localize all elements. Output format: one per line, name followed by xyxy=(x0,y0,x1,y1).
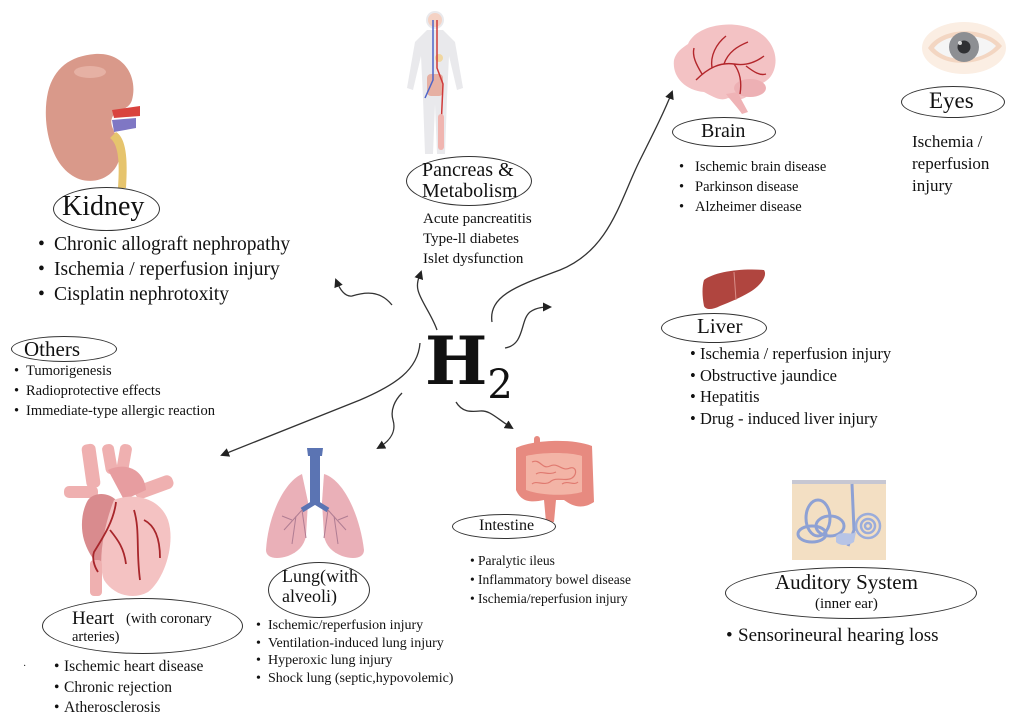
lung-item: Ventilation-induced lung injury xyxy=(254,635,453,653)
liver-item-list: Ischemia / reperfusion injury Obstructiv… xyxy=(688,343,891,429)
brain-title: Brain xyxy=(701,120,746,142)
stray-dot: · xyxy=(23,661,27,672)
heart-subtitle-line2: arteries) xyxy=(72,629,120,645)
intestine-item-list: Paralytic ileus Inflammatory bowel disea… xyxy=(468,551,631,608)
kidney-item: Chronic allograft nephropathy xyxy=(36,232,290,257)
lungs-icon xyxy=(266,448,364,558)
lung-item: Ischemic/reperfusion injury xyxy=(254,617,453,635)
others-item: Radioprotective effects xyxy=(12,381,215,401)
heart-item-list: Ischemic heart disease Chronic rejection… xyxy=(52,657,203,719)
lung-title-line1: Lung(with xyxy=(282,566,358,586)
pancreas-item: Acute pancreatitis xyxy=(423,211,532,227)
lung-item-list: Ischemic/reperfusion injury Ventilation-… xyxy=(254,617,453,687)
h2-main: H xyxy=(425,322,488,400)
pancreas-title: Pancreas & Metabolism xyxy=(422,160,518,202)
kidney-item: Ischemia / reperfusion injury xyxy=(36,257,290,282)
lung-item: Hyperoxic lung injury xyxy=(254,652,453,670)
liver-title: Liver xyxy=(697,314,743,338)
auditory-subtitle: (inner ear) xyxy=(815,596,878,612)
eye-icon xyxy=(922,22,1006,74)
lung-title-oval xyxy=(268,562,370,618)
lung-title-line2: alveoli) xyxy=(282,586,337,606)
liver-item: Hepatitis xyxy=(688,386,891,408)
brain-item: Ischemic brain disease xyxy=(677,157,826,177)
intestine-title: Intestine xyxy=(479,517,535,534)
eyes-text-line: reperfusion xyxy=(912,154,990,173)
heart-item: Atherosclerosis xyxy=(52,698,203,719)
heart-item: Chronic rejection xyxy=(52,678,203,699)
eyes-text-line: injury xyxy=(912,176,953,195)
human-body-icon xyxy=(407,11,463,154)
pancreas-title-line2: Metabolism xyxy=(422,180,518,202)
heart-icon xyxy=(64,443,174,596)
others-item: Tumorigenesis xyxy=(12,361,215,381)
auditory-item: Sensorineural hearing loss xyxy=(724,624,939,648)
arrow-to-heart xyxy=(220,342,421,457)
heart-title-oval xyxy=(42,598,243,654)
others-item-list: Tumorigenesis Radioprotective effects Im… xyxy=(12,361,215,421)
auditory-title-oval xyxy=(725,567,977,619)
liver-item: Drug - induced liver injury xyxy=(688,408,891,430)
inner-ear-icon xyxy=(792,480,886,560)
auditory-item-list: Sensorineural hearing loss xyxy=(724,624,939,648)
pancreas-item: Islet dysfunction xyxy=(423,251,524,267)
lung-item: Shock lung (septic,hypovolemic) xyxy=(254,670,453,688)
liver-icon xyxy=(702,269,766,309)
kidney-icon xyxy=(45,53,140,188)
heart-item: Ischemic heart disease xyxy=(52,657,203,678)
arrow-to-brain xyxy=(491,90,674,323)
others-item: Immediate-type allergic reaction xyxy=(12,401,215,421)
intestine-title-oval xyxy=(452,514,556,539)
kidney-title: Kidney xyxy=(62,191,145,222)
eyes-title: Eyes xyxy=(929,88,974,113)
heart-subtitle-line1: (with coronary xyxy=(126,611,212,627)
auditory-title: Auditory System xyxy=(775,570,918,594)
pancreas-item: Type-ll diabetes xyxy=(423,231,519,247)
pancreas-item-list: Acute pancreatitis Type-ll diabetes Isle… xyxy=(423,209,532,269)
others-title: Others xyxy=(24,337,80,361)
kidney-title-oval xyxy=(53,187,160,231)
liver-item: Obstructive jaundice xyxy=(688,365,891,387)
kidney-item-list: Chronic allograft nephropathy Ischemia /… xyxy=(36,232,290,307)
brain-title-oval xyxy=(672,117,776,147)
brain-item-list: Ischemic brain disease Parkinson disease… xyxy=(677,157,826,217)
intestine-icon xyxy=(516,436,594,522)
h2-subscript: 2 xyxy=(487,362,513,408)
brain-item: Alzheimer disease xyxy=(677,197,826,217)
h2-center-label: H2 xyxy=(425,328,513,405)
liver-item: Ischemia / reperfusion injury xyxy=(688,343,891,365)
arrow-to-lung xyxy=(376,392,403,449)
pancreas-title-oval xyxy=(406,156,532,206)
intestine-item: Paralytic ileus xyxy=(468,551,631,570)
brain-item: Parkinson disease xyxy=(677,177,826,197)
arrow-to-kidney xyxy=(334,278,393,306)
pancreas-title-line1: Pancreas & xyxy=(422,159,514,181)
brain-icon xyxy=(673,24,776,114)
kidney-item: Cisplatin nephrotoxity xyxy=(36,282,290,307)
eyes-title-oval xyxy=(901,86,1005,118)
lung-title: Lung(with alveoli) xyxy=(282,566,358,606)
intestine-item: Ischemia/reperfusion injury xyxy=(468,589,631,608)
eyes-text-line: Ischemia / xyxy=(912,132,983,151)
heart-title: Heart xyxy=(72,608,115,629)
intestine-item: Inflammatory bowel disease xyxy=(468,570,631,589)
eyes-text: Ischemia / reperfusion injury xyxy=(912,131,989,197)
